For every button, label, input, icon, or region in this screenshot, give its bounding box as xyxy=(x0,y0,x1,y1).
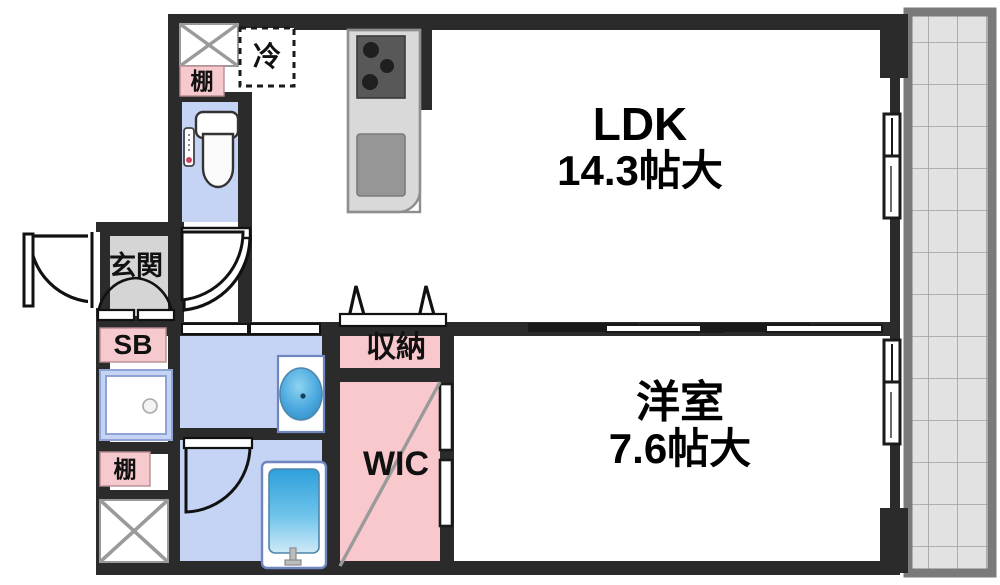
washroom-entry-opening[interactable] xyxy=(181,323,321,335)
sliding-partition[interactable] xyxy=(528,323,883,333)
bedroom-floor xyxy=(452,322,898,570)
room-label-ldk: LDK 14.3帖大 xyxy=(520,100,760,193)
ldk-name: LDK xyxy=(592,98,688,150)
room-label-bedroom: 洋室 7.6帖大 xyxy=(560,378,800,472)
closet-label: 収納 xyxy=(340,322,452,374)
crossed-storage-box-top xyxy=(179,22,239,68)
ldk-area: 14.3帖大 xyxy=(557,146,723,194)
shoe-box-label-text: SB xyxy=(113,329,153,360)
closet-label-text: 収納 xyxy=(366,331,426,364)
toilet-door-swing[interactable] xyxy=(180,230,245,302)
balcony-sliding-window-bedroom[interactable] xyxy=(882,338,902,446)
refrigerator-label: 冷 xyxy=(240,28,294,86)
entrance-label-text: 玄関 xyxy=(109,250,163,281)
entrance-door-swing[interactable] xyxy=(22,232,100,308)
washbasin-fixture xyxy=(276,354,326,434)
genkan-step-doors[interactable] xyxy=(96,276,176,322)
wic-label-text: WIC xyxy=(362,445,430,483)
bathroom-door-swing[interactable] xyxy=(182,436,254,514)
balcony-sliding-window-ldk[interactable] xyxy=(882,112,902,220)
wic-floor xyxy=(340,380,452,573)
closet-folding-doors[interactable] xyxy=(338,285,448,328)
crossed-storage-box-bottom xyxy=(98,498,170,564)
shelf-label-top: 棚 xyxy=(180,66,224,96)
toilet-fixture xyxy=(183,110,240,189)
bathtub-fixture xyxy=(260,460,328,570)
shelf-label-bottom-text: 棚 xyxy=(113,455,137,482)
shelf-box-top xyxy=(179,65,225,97)
shoe-box-sb xyxy=(99,327,167,363)
refrigerator-label-text: 冷 xyxy=(252,41,281,72)
wic-sliding-door[interactable] xyxy=(338,381,454,567)
shelf-label-top-text: 棚 xyxy=(190,67,214,94)
shoe-box-label: SB xyxy=(100,328,166,362)
ldk-floor xyxy=(176,22,898,322)
entrance-label: 玄関 xyxy=(96,248,176,284)
washing-machine-pan xyxy=(99,369,173,441)
balcony xyxy=(903,7,997,578)
refrigerator-space xyxy=(238,26,296,88)
bedroom-name: 洋室 xyxy=(636,378,724,427)
bedroom-area: 7.6帖大 xyxy=(608,424,752,472)
wic-label: WIC xyxy=(340,440,452,488)
shelf-label-bottom: 棚 xyxy=(100,452,150,486)
shelf-box-bottom xyxy=(99,451,151,487)
kitchen-counter xyxy=(346,28,422,214)
